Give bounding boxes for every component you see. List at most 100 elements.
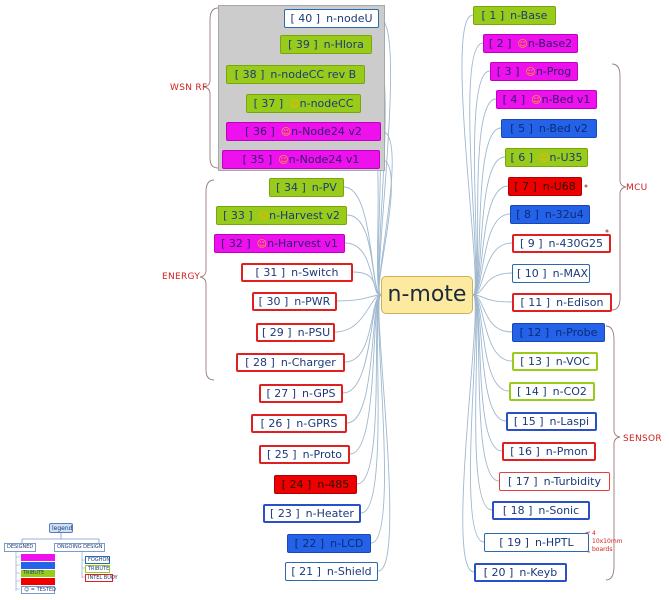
- node-number: [ 3 ]: [496, 65, 520, 78]
- node-label: n-Node24 v1: [288, 153, 360, 166]
- node-number: [ 28 ]: [245, 356, 275, 369]
- node-label: n-Sonic: [538, 504, 580, 517]
- right-link: [472, 127, 502, 296]
- topic-node[interactable]: [ 12 ]n-Probe: [512, 323, 605, 342]
- topic-node[interactable]: [ 4 ] ☺n-Bed v1: [496, 90, 597, 109]
- topic-node[interactable]: [ 19 ]n-HPTL: [484, 533, 589, 552]
- node-number: [ 18 ]: [502, 504, 533, 517]
- smiley-icon: ☺: [256, 239, 268, 250]
- topic-node[interactable]: [ 31 ] n-Switch: [241, 263, 353, 282]
- node-label: n-U68: [542, 180, 576, 193]
- node-label: n-Bed v1: [541, 93, 591, 106]
- topic-node[interactable]: [ 9 ]n-430G25: [512, 234, 611, 253]
- topic-node[interactable]: [ 18 ] n-Sonic: [492, 501, 590, 520]
- node-number: [ 10 ]: [517, 267, 547, 280]
- topic-node[interactable]: [ 28 ] n-Charger: [236, 353, 345, 372]
- legend-lines: [15, 533, 100, 591]
- topic-node[interactable]: [ 22 ]n-LCD: [287, 534, 371, 553]
- node-number: [ 36 ]: [245, 125, 275, 138]
- right-link: [472, 294, 500, 482]
- node-number: [ 9 ]: [519, 237, 543, 250]
- topic-node[interactable]: [ 7 ]n-U68: [508, 177, 582, 196]
- topic-node[interactable]: [ 23 ]n-Heater: [263, 504, 361, 523]
- node-number: [ 31 ]: [255, 266, 286, 279]
- topic-node[interactable]: [ 11 ] n-Edison: [512, 293, 612, 312]
- topic-node[interactable]: [ 2 ]☺n-Base2: [483, 34, 578, 53]
- node-label: n-PSU: [297, 326, 331, 339]
- node-label: n-LCD: [330, 537, 364, 550]
- smiley-icon: ☺: [539, 153, 550, 164]
- topic-node[interactable]: [ 3 ]☺n-Prog: [490, 62, 578, 81]
- smiley-icon: ☺: [531, 95, 542, 106]
- legend-red-swatch: [21, 578, 55, 585]
- left-link: [349, 294, 382, 455]
- node-number: [ 40 ]: [290, 12, 321, 25]
- topic-node[interactable]: [ 40 ]n-nodeU: [284, 9, 379, 28]
- topic-node[interactable]: [ 5 ]n-Bed v2: [501, 119, 597, 138]
- topic-node[interactable]: [ 21 ]n-Shield: [285, 562, 378, 581]
- right-link: [472, 185, 509, 296]
- legend-ongoing-1: FOGHON: [85, 556, 110, 564]
- node-number: [ 16 ]: [510, 445, 540, 458]
- node-number: [ 11 ]: [520, 296, 551, 309]
- topic-node[interactable]: [ 34 ]n-PV: [269, 178, 344, 197]
- topic-node[interactable]: [ 17 ] n-Turbidity: [499, 472, 610, 491]
- topic-node[interactable]: [ 39 ]n-Hlora: [280, 35, 372, 54]
- marker-dot: [584, 184, 588, 188]
- topic-node[interactable]: [ 15 ]n-Laspi: [506, 412, 597, 431]
- topic-node[interactable]: [ 10 ]n-MAX: [512, 264, 590, 283]
- node-number: [ 38 ]: [234, 68, 265, 81]
- topic-node[interactable]: [ 24 ]n-485: [274, 475, 357, 494]
- topic-node[interactable]: [ 27 ]n-GPS: [259, 384, 343, 403]
- topic-node[interactable]: [ 25 ]n-Proto: [259, 445, 350, 464]
- node-label: n-VOC: [555, 355, 590, 368]
- node-label: n-485: [317, 478, 350, 491]
- topic-node[interactable]: [ 30 ]n-PWR: [252, 292, 337, 311]
- topic-node[interactable]: [ 35 ]☺n-Node24 v1: [222, 150, 380, 169]
- left-link: [352, 271, 382, 296]
- left-link: [344, 242, 382, 296]
- topic-node[interactable]: [ 37 ]☺n-nodeCC: [246, 94, 361, 113]
- node-label: n-Harvest v1: [267, 237, 338, 250]
- left-link: [360, 294, 382, 514]
- topic-node[interactable]: [ 26 ]n-GPRS: [251, 414, 347, 433]
- topic-node[interactable]: [ 32 ]☺n-Harvest v1: [214, 234, 345, 253]
- topic-node[interactable]: [ 6 ]☺n-U35: [505, 148, 588, 167]
- node-label: n-Proto: [302, 448, 342, 461]
- topic-node[interactable]: [ 20 ]n-Keyb: [474, 563, 567, 582]
- node-label: n-GPS: [302, 387, 336, 400]
- node-label: n-Edison: [556, 296, 604, 309]
- group-label-wsn-rf: WSN RF: [170, 83, 208, 93]
- node-label: n-PWR: [294, 295, 331, 308]
- topic-node[interactable]: [ 8 ]n-32u4: [510, 205, 590, 224]
- node-number: [ 17 ]: [508, 475, 538, 488]
- node-label: n-U35: [549, 151, 583, 164]
- topic-node[interactable]: [ 36 ] ☺n-Node24 v2: [226, 122, 381, 141]
- node-label: n-Keyb: [519, 566, 558, 579]
- node-label: n-nodeCC rev B: [270, 68, 357, 81]
- note-line-2: 10x10mm: [592, 538, 623, 545]
- topic-node[interactable]: [ 33 ]☺n-Harvest v2: [216, 206, 347, 225]
- topic-node[interactable]: [ 14 ]n-CO2: [509, 382, 595, 401]
- node-label: n-HPTL: [534, 536, 574, 549]
- left-link: [378, 158, 392, 296]
- node-label: n-Base2: [527, 37, 573, 50]
- node-label: n-Turbidity: [543, 475, 601, 488]
- node-number: [ 2 ]: [488, 37, 512, 50]
- central-topic[interactable]: n-mote: [381, 276, 473, 314]
- node-number: [ 4 ]: [502, 93, 526, 106]
- topic-node[interactable]: [ 13 ]n-VOC: [512, 352, 598, 371]
- node-label: n-Node24 v2: [291, 125, 362, 138]
- smiley-icon: ☺: [280, 127, 292, 138]
- node-label: n-Charger: [280, 356, 336, 369]
- topic-node[interactable]: [ 38 ] n-nodeCC rev B: [226, 65, 365, 84]
- node-label: n-Base: [510, 9, 548, 22]
- node-label: n-Probe: [555, 326, 598, 339]
- topic-node[interactable]: [ 29 ]n-PSU: [256, 323, 335, 342]
- node-number: [ 33 ]: [223, 209, 253, 222]
- legend-ongoing-3: INTEL BUOY: [85, 574, 118, 582]
- topic-node[interactable]: [ 1 ]n-Base: [473, 6, 556, 25]
- node-label: n-Switch: [291, 266, 339, 279]
- topic-node[interactable]: [ 16 ]n-Pmon: [502, 442, 596, 461]
